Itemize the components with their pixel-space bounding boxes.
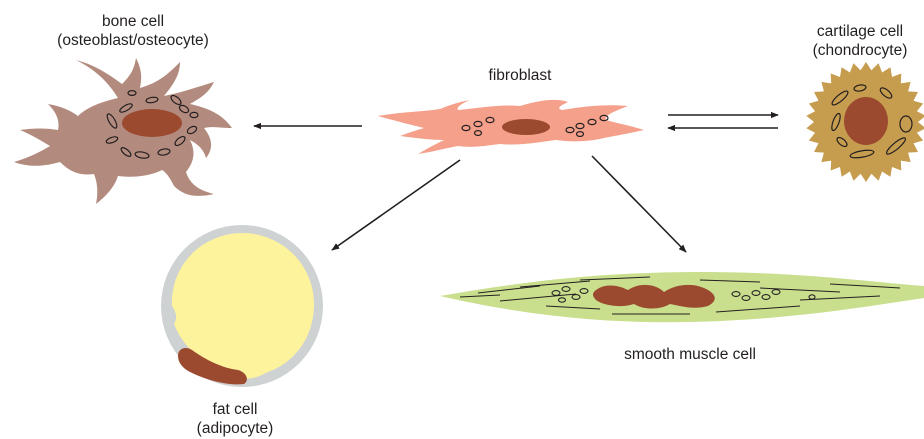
cartilage-cell-label-line2: (chondrocyte) (796, 41, 924, 60)
fibroblast-label-line1: fibroblast (460, 66, 580, 85)
smooth-muscle-cell-label: smooth muscle cell (590, 345, 790, 364)
bone-cell (14, 58, 232, 204)
bone-cell-label: bone cell (osteoblast/osteocyte) (20, 12, 246, 50)
cartilage-cell (806, 62, 924, 182)
smooth-muscle-nucleus (593, 285, 715, 309)
bone-cell-label-line2: (osteoblast/osteocyte) (20, 31, 246, 50)
fibroblast-nucleus (502, 119, 550, 135)
bone-cell-nucleus (122, 109, 182, 137)
cartilage-cell-nucleus (844, 97, 888, 145)
bone-cell-body (14, 58, 232, 204)
fat-cell (161, 225, 323, 387)
bone-cell-label-line1: bone cell (20, 12, 246, 31)
arrow-fibroblast-to-smooth-muscle (592, 156, 686, 252)
fibroblast-cell (378, 100, 644, 154)
fibroblast-label: fibroblast (460, 66, 580, 85)
cartilage-cell-label: cartilage cell (chondrocyte) (796, 22, 924, 60)
arrow-fibroblast-to-fat (332, 160, 460, 250)
smooth-muscle-cell (440, 272, 924, 322)
fat-cell-label-line1: fat cell (180, 400, 290, 419)
fat-cell-label-line2: (adipocyte) (180, 419, 290, 438)
cartilage-cell-label-line1: cartilage cell (796, 22, 924, 41)
fat-cell-label: fat cell (adipocyte) (180, 400, 290, 438)
smooth-muscle-cell-label-line1: smooth muscle cell (590, 345, 790, 364)
